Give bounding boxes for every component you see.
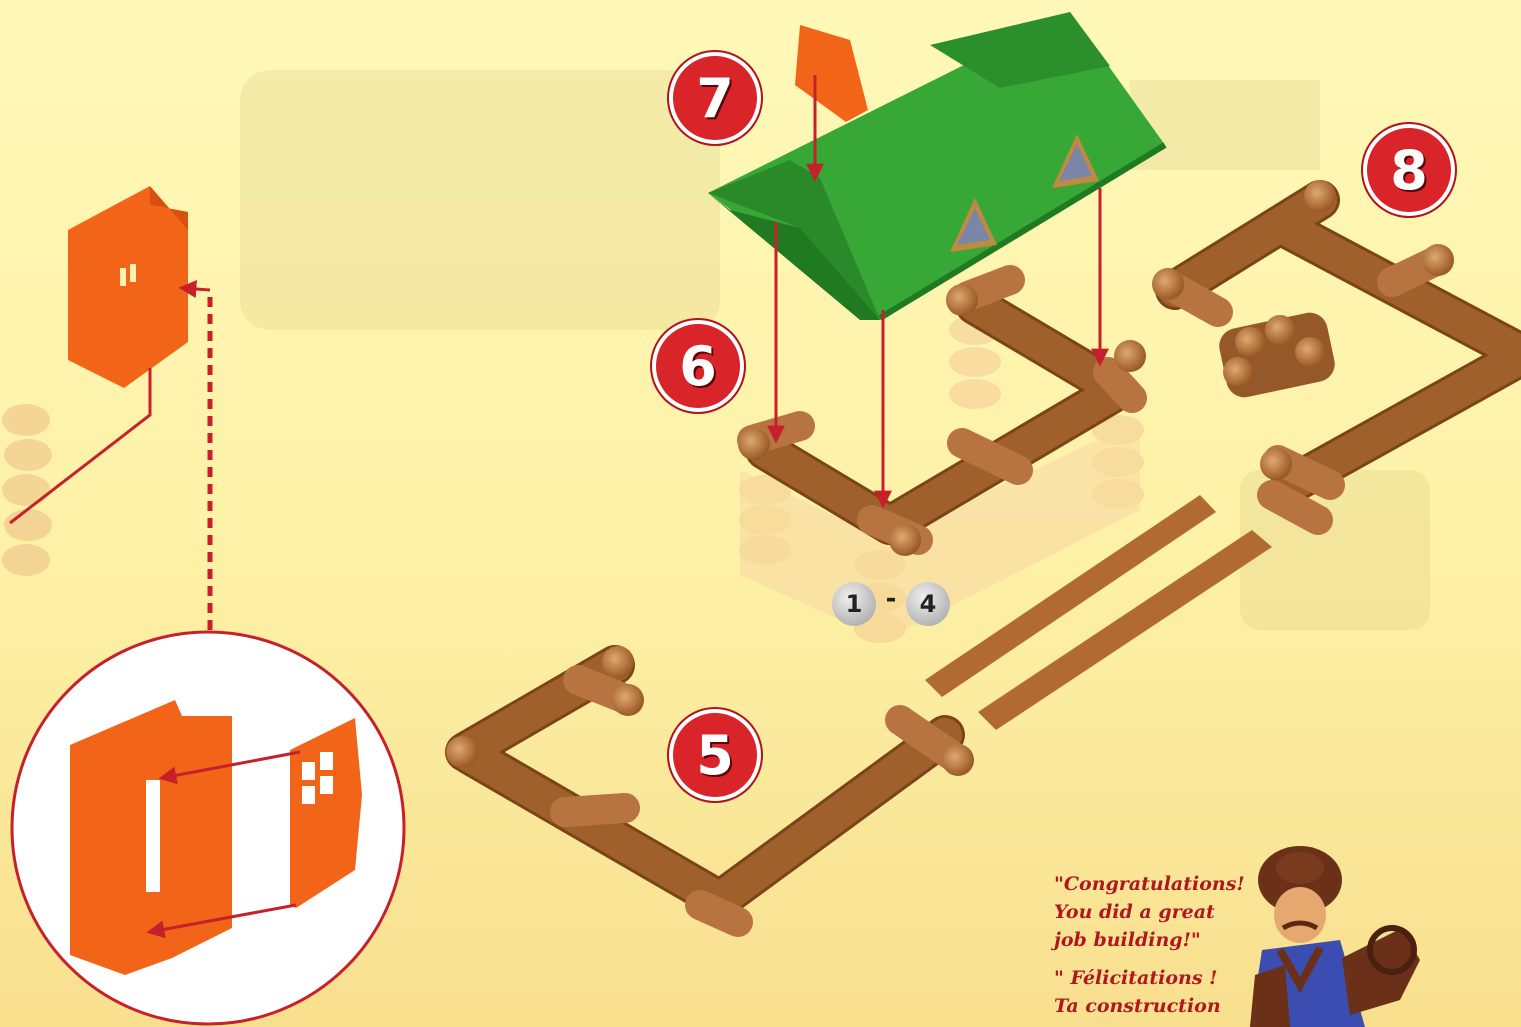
ghost-log-stack-left [2, 404, 52, 576]
speech-english-line-1: "Congratulations! [1054, 870, 1254, 898]
range-badge-start: 1 [832, 582, 876, 626]
step-badge-6: 6 [652, 320, 744, 412]
step-badge-8: 8 [1363, 124, 1455, 216]
step-badge-7: 7 [669, 52, 761, 144]
range-badge-end: 4 [906, 582, 950, 626]
log-pile [1216, 309, 1338, 400]
log-frame-step8 [1152, 180, 1515, 520]
speech-english: "Congratulations! You did a great job bu… [1054, 870, 1254, 954]
panel-window-slot-1 [120, 268, 126, 286]
door-opening [146, 780, 160, 892]
wall-panel [68, 186, 188, 388]
range-separator: - [881, 584, 901, 614]
speech-french: " Félicitations ! Ta construction [1054, 964, 1254, 1020]
panel-window-slot-2 [130, 264, 136, 282]
speech-french-line-1: " Félicitations ! [1054, 964, 1254, 992]
step-badge-5: 5 [669, 709, 761, 801]
roof-gable-piece [795, 25, 868, 122]
cowboy-figure [1250, 846, 1420, 1027]
speech-english-line-2: You did a great [1054, 898, 1254, 926]
door-detail-callout [12, 632, 404, 1024]
speech-french-line-2: Ta construction [1054, 992, 1254, 1020]
dashed-arrow-head [182, 288, 210, 290]
speech-english-line-3: job building!" [1054, 926, 1254, 954]
